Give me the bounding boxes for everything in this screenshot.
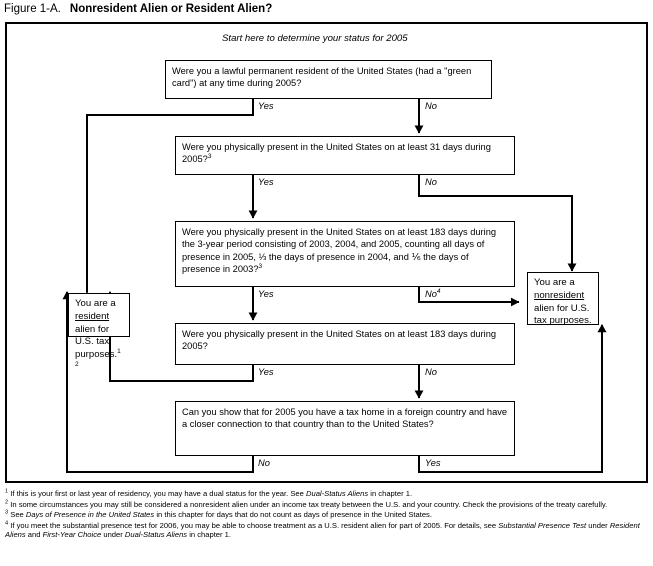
footnote-text: under	[586, 520, 610, 530]
edge-label-q3-no: No4	[425, 287, 441, 299]
footnote-1: 1 If this is your first or last year of …	[5, 489, 650, 499]
footnote-emphasis: Dual-Status Aliens	[124, 530, 188, 540]
footnote-marker: 3	[5, 509, 9, 516]
footnote-text: and	[25, 530, 43, 540]
decision-node-183-days-3-year: Were you physically present in the Unite…	[175, 221, 515, 287]
edge-label-q2-yes: Yes	[258, 177, 274, 187]
nonresident-line2: alien for U.S. tax purposes.	[534, 302, 592, 327]
resident-footnote-refs: 1 2	[75, 348, 121, 368]
resident-emphasis: resident	[75, 310, 110, 322]
edge-label-q1-yes: Yes	[258, 101, 274, 111]
footnote-text: under	[101, 530, 125, 540]
footnote-marker: 1	[5, 488, 9, 495]
footnote-text: In some circumstances you may still be c…	[10, 499, 608, 509]
edge-label-q1-no: No	[425, 101, 437, 111]
q2-text: Were you physically present in the Unite…	[182, 142, 491, 165]
resident-line2: alien for U.S. tax purposes.	[75, 323, 118, 361]
start-note: Start here to determine your status for …	[222, 33, 408, 44]
figure-title-text: Nonresident Alien or Resident Alien?	[69, 3, 273, 15]
footnote-3: 3 See Days of Presence in the United Sta…	[5, 510, 650, 520]
footnote-emphasis: Days of Presence in the United States	[25, 510, 155, 520]
footnote-text: If you meet the substantial presence tes…	[10, 520, 499, 530]
edge-label-q5-no: No	[258, 458, 270, 468]
footnote-marker: 4	[5, 520, 9, 527]
outcome-node-resident: You are a resident alien for U.S. tax pu…	[68, 293, 130, 368]
decision-node-green-card: Were you a lawful permanent resident of …	[165, 60, 492, 99]
edge-label-q2-no: No	[425, 177, 437, 187]
footnote-2: 2 In some circumstances you may still be…	[5, 499, 650, 510]
q3-text: Were you physically present in the Unite…	[182, 227, 497, 275]
edge-label-q4-no: No	[425, 367, 437, 377]
footnote-emphasis: First-Year Choice	[42, 530, 102, 540]
footnotes: 1 If this is your first or last year of …	[5, 489, 650, 541]
footnote-text: in chapter 1.	[368, 489, 413, 498]
edge-label-q3-yes: Yes	[258, 289, 274, 299]
footnote-4: 4 If you meet the substantial presence t…	[5, 520, 650, 540]
footnote-emphasis: Dual-Status Aliens	[305, 489, 369, 498]
decision-node-31-days: Were you physically present in the Unite…	[175, 136, 515, 175]
decision-node-closer-connection: Can you show that for 2005 you have a ta…	[175, 401, 515, 456]
q5-text: Can you show that for 2005 you have a ta…	[182, 407, 508, 430]
outcome-node-nonresident: You are a nonresident alien for U.S. tax…	[527, 272, 599, 327]
footnote-text: See	[10, 510, 26, 520]
edge-label-q4-yes: Yes	[258, 367, 274, 377]
page-title: Figure 1-A. Nonresident Alien or Resident…	[4, 3, 272, 15]
q1-text: Were you a lawful permanent resident of …	[172, 66, 472, 89]
footnote-emphasis: Resident Aliens	[5, 520, 640, 540]
footnote-emphasis: Substantial Presence Test	[498, 520, 587, 530]
resident-line1: You are a	[75, 298, 116, 309]
nonresident-line1: You are a	[534, 277, 575, 288]
figure-number: Figure 1-A.	[4, 3, 61, 15]
footnote-text: If this is your first or last year of re…	[10, 489, 306, 498]
decision-node-183-days-2005: Were you physically present in the Unite…	[175, 323, 515, 365]
edge-label-q3-no-footnote-ref: 4	[436, 287, 441, 295]
edge-label-q3-no-text: No	[425, 289, 437, 299]
footnote-text: in chapter 1.	[187, 530, 231, 540]
nonresident-emphasis: nonresident	[534, 289, 585, 301]
footnote-text: in this chapter for days that do not cou…	[154, 510, 432, 520]
footnote-marker: 2	[5, 499, 9, 506]
edge-label-q5-yes: Yes	[425, 458, 441, 468]
q4-text: Were you physically present in the Unite…	[182, 329, 497, 352]
q2-footnote-ref: 3	[207, 153, 212, 161]
q3-footnote-ref: 3	[258, 263, 263, 271]
